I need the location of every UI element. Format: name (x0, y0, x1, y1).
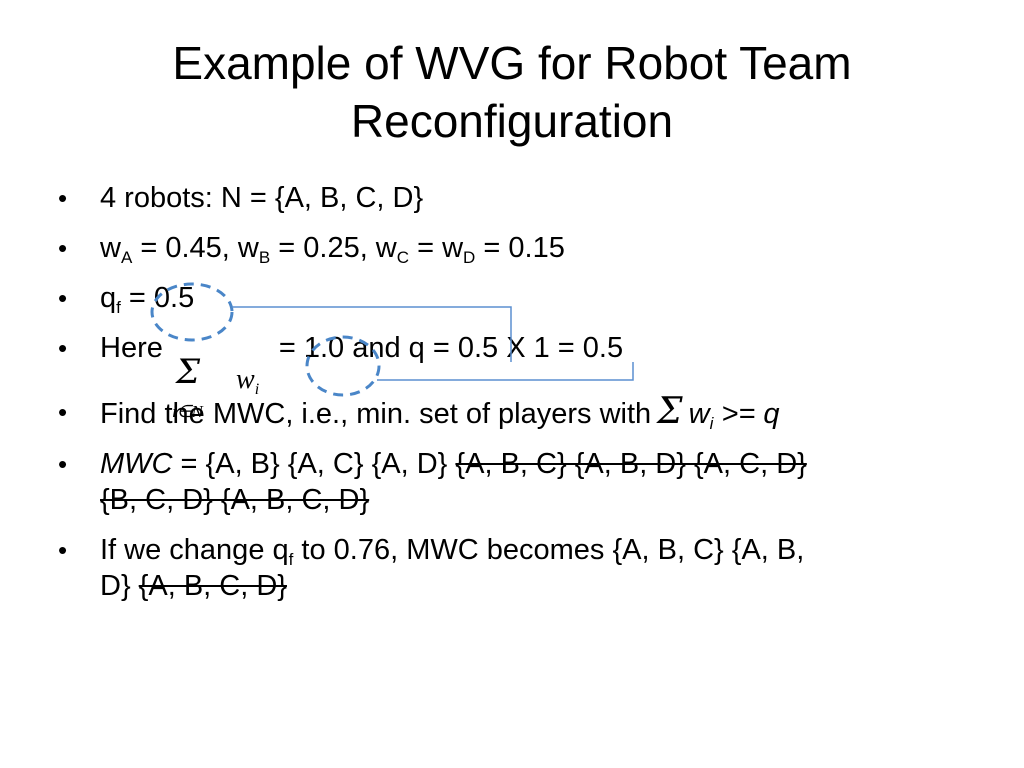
bullet-robots: • 4 robots: N = {A, B, C, D} (58, 180, 988, 216)
bullet-mwc-list: • MWC = {A, B} {A, C} {A, D} {A, B, C} {… (58, 446, 988, 518)
bullet-dot: • (58, 183, 68, 213)
quota-text: = 0.5 (120, 282, 195, 314)
change-struck: {A, B, C, D} (138, 570, 287, 602)
quota-q: q (100, 282, 117, 314)
sum-w-letter: w (236, 364, 255, 395)
bullet-dot: • (58, 233, 68, 263)
weight-w: w (100, 232, 121, 264)
find-w: w (688, 398, 710, 430)
here-text-1: Here (100, 332, 163, 364)
weight-text-3: = w (409, 232, 464, 264)
change-text-2: to 0.76, MWC becomes {A, B, C} {A, B, (293, 534, 805, 566)
weight-text-4: = 0.15 (475, 232, 565, 264)
sum-sigma: Σ (176, 352, 201, 392)
find-text-2: >= q (713, 398, 780, 430)
weight-sub-d: D (463, 248, 476, 267)
here-text-2: = 1.0 and q = 0.5 X 1 = 0.5 (278, 332, 624, 364)
weight-sub-c: C (396, 248, 410, 267)
bullet-weights: • wA = 0.45, wB = 0.25, wC = wD = 0.15 (58, 230, 988, 266)
bullet-dot: • (58, 397, 68, 427)
quota-sub-f: f (116, 298, 121, 317)
bullet-quota: • qf = 0.5 (58, 280, 988, 316)
weight-text-1: = 0.45, w (132, 232, 259, 264)
bullet-dot: • (58, 333, 68, 363)
bullet-find-mwc: • Find the MWC, i.e., min. set of player… (58, 391, 988, 433)
change-text-1: If we change q (100, 534, 289, 566)
mwc-label: MWC (100, 448, 173, 480)
sum-w: wi (236, 364, 260, 398)
slide-title: Example of WVG for Robot Team Reconfigur… (60, 34, 964, 150)
find-sub-i: i (709, 414, 714, 433)
mwc-struck-1: {A, B, C} {A, B, D} {A, C, D} (455, 448, 807, 480)
title-line-2: Reconfiguration (350, 95, 674, 147)
weight-text-2: = 0.25, w (270, 232, 397, 264)
bullet-change-quota: • If we change qf to 0.76, MWC becomes {… (58, 532, 988, 604)
weight-sub-a: A (120, 248, 133, 267)
mwc-struck-2: {B, C, D} {A, B, C, D} (100, 484, 370, 516)
sum-sub-i: i (254, 381, 260, 398)
bullet-dot: • (58, 283, 68, 313)
bullet-robots-text: 4 robots: N = {A, B, C, D} (100, 182, 424, 214)
change-sub-f: f (288, 550, 294, 569)
bullet-dot: • (58, 535, 68, 565)
title-line-1: Example of WVG for Robot Team (172, 37, 852, 89)
bullet-dot: • (58, 449, 68, 479)
sum-index: i∈N (172, 402, 203, 421)
find-text: Find the MWC, i.e., min. set of players … (100, 398, 652, 430)
sum-formula: Σ wi i∈N (172, 350, 292, 430)
sigma-symbol: Σ (657, 391, 683, 432)
mwc-text: = {A, B} {A, C} {A, D} (172, 448, 456, 480)
change-text-3: D} (100, 570, 139, 602)
weight-sub-b: B (258, 248, 271, 267)
